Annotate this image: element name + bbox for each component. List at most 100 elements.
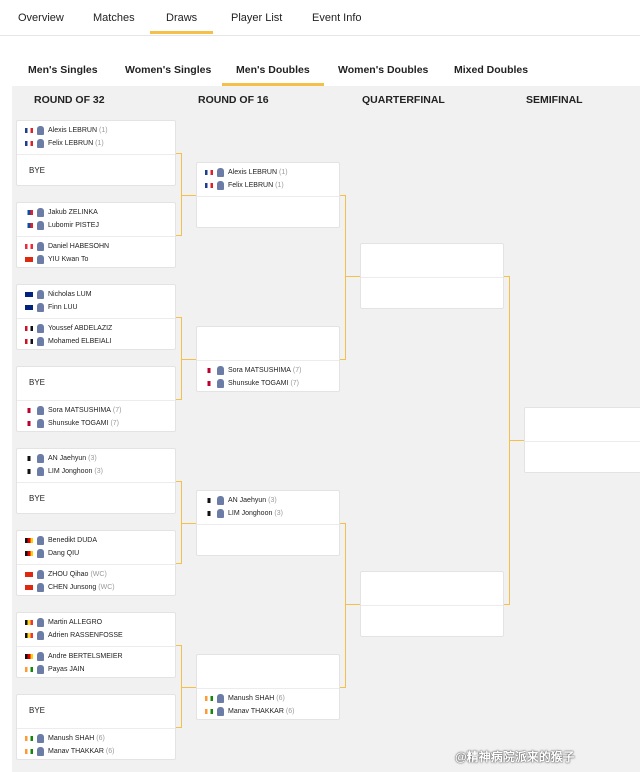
team-slot[interactable]	[197, 196, 339, 229]
match-card[interactable]: AN Jaehyun(3)LIM Jonghoon(3)BYE	[16, 448, 176, 514]
player-row[interactable]: CHEN Junsong(WC)	[25, 581, 115, 594]
connector-line	[181, 195, 196, 196]
seed-badge: (6)	[285, 708, 295, 715]
seed-badge: (1)	[275, 182, 284, 189]
player-row[interactable]: Sora MATSUSHIMA(7)	[205, 364, 301, 377]
team-slot[interactable]: BYE	[17, 367, 175, 400]
player-row[interactable]: Mohamed ELBEIALI	[25, 335, 111, 348]
team-slot[interactable]: AN Jaehyun(3)LIM Jonghoon(3)	[197, 491, 339, 524]
player-row[interactable]: Manush SHAH(6)	[205, 692, 285, 705]
team-slot[interactable]	[197, 327, 339, 360]
player-row[interactable]: Payas JAIN	[25, 663, 85, 676]
player-row[interactable]: YIU Kwan To	[25, 253, 88, 266]
match-card[interactable]	[524, 407, 640, 473]
match-card[interactable]: Alexis LEBRUN(1)Felix LEBRUN(1)	[196, 162, 340, 228]
flag-icon	[25, 667, 33, 672]
team-slot[interactable]: AN Jaehyun(3)LIM Jonghoon(3)	[17, 449, 175, 482]
player-row[interactable]: Manush SHAH(6)	[25, 732, 105, 745]
player-row[interactable]: AN Jaehyun(3)	[25, 452, 97, 465]
player-row[interactable]: Adrien RASSENFOSSE	[25, 629, 123, 642]
player-row[interactable]: Daniel HABESOHN	[25, 240, 109, 253]
match-card[interactable]	[360, 243, 504, 309]
team-slot[interactable]: Manush SHAH(6)Manav THAKKAR(6)	[197, 688, 339, 721]
player-row[interactable]: Dang QIU	[25, 547, 79, 560]
team-slot[interactable]: ZHOU Qihao(WC)CHEN Junsong(WC)	[17, 564, 175, 597]
player-row[interactable]: Nicholas LUM	[25, 288, 92, 301]
player-row[interactable]: Martin ALLEGRO	[25, 616, 102, 629]
player-name: Manav THAKKAR	[48, 748, 104, 755]
connector-line	[176, 645, 181, 646]
player-row[interactable]: LIM Jonghoon(3)	[25, 465, 103, 478]
team-slot[interactable]	[361, 605, 503, 638]
team-slot[interactable]: BYE	[17, 482, 175, 515]
player-row[interactable]: ZHOU Qihao(WC)	[25, 568, 107, 581]
team-slot[interactable]: Alexis LEBRUN(1)Felix LEBRUN(1)	[197, 163, 339, 196]
team-slot[interactable]: Manush SHAH(6)Manav THAKKAR(6)	[17, 728, 175, 761]
match-card[interactable]: Alexis LEBRUN(1)Felix LEBRUN(1)BYE	[16, 120, 176, 186]
player-row[interactable]: Shunsuke TOGAMI(7)	[25, 417, 119, 430]
team-slot[interactable]	[525, 408, 640, 441]
connector-line	[340, 687, 345, 688]
tab-womens-singles[interactable]: Women's Singles	[125, 64, 212, 76]
match-card[interactable]: AN Jaehyun(3)LIM Jonghoon(3)	[196, 490, 340, 556]
player-row[interactable]: Manav THAKKAR(6)	[25, 745, 114, 758]
team-slot[interactable]	[361, 572, 503, 605]
tab-mixed-doubles[interactable]: Mixed Doubles	[454, 64, 529, 76]
player-row[interactable]: Sora MATSUSHIMA(7)	[25, 404, 121, 417]
player-row[interactable]: Shunsuke TOGAMI(7)	[205, 377, 299, 390]
team-slot[interactable]: Alexis LEBRUN(1)Felix LEBRUN(1)	[17, 121, 175, 154]
flag-icon	[25, 223, 33, 228]
tab-event-info[interactable]: Event Info	[312, 12, 362, 24]
match-card[interactable]	[360, 571, 504, 637]
team-slot[interactable]	[361, 277, 503, 310]
player-avatar	[217, 181, 224, 190]
team-slot[interactable]: Andre BERTELSMEIER Payas JAIN	[17, 646, 175, 679]
team-slot[interactable]: Sora MATSUSHIMA(7)Shunsuke TOGAMI(7)	[197, 360, 339, 393]
flag-icon	[25, 408, 33, 413]
player-row[interactable]: LIM Jonghoon(3)	[205, 507, 283, 520]
seed-badge: (3)	[274, 510, 283, 517]
match-card[interactable]: Manush SHAH(6)Manav THAKKAR(6)	[196, 654, 340, 720]
tab-draws[interactable]: Draws	[150, 12, 214, 34]
tab-overview[interactable]: Overview	[18, 12, 64, 24]
tab-matches[interactable]: Matches	[93, 12, 135, 24]
player-row[interactable]: Benedikt DUDA	[25, 534, 97, 547]
team-slot[interactable]: BYE	[17, 695, 175, 728]
team-slot[interactable]	[361, 244, 503, 277]
tab-womens-doubles[interactable]: Women's Doubles	[338, 64, 429, 76]
team-slot[interactable]: BYE	[17, 154, 175, 187]
team-slot[interactable]: Sora MATSUSHIMA(7)Shunsuke TOGAMI(7)	[17, 400, 175, 433]
player-row[interactable]: Felix LEBRUN(1)	[205, 179, 284, 192]
player-row[interactable]: Lubomir PISTEJ	[25, 219, 99, 232]
player-row[interactable]: Alexis LEBRUN(1)	[25, 124, 108, 137]
team-slot[interactable]	[197, 655, 339, 688]
player-row[interactable]: Jakub ZELINKA	[25, 206, 98, 219]
player-name: Andre BERTELSMEIER	[48, 653, 123, 660]
player-row[interactable]: AN Jaehyun(3)	[205, 494, 277, 507]
player-row[interactable]: Finn LUU	[25, 301, 78, 314]
match-card[interactable]: Sora MATSUSHIMA(7)Shunsuke TOGAMI(7)	[196, 326, 340, 392]
player-row[interactable]: Manav THAKKAR(6)	[205, 705, 294, 718]
player-row[interactable]: Felix LEBRUN(1)	[25, 137, 104, 150]
tab-mens-singles[interactable]: Men's Singles	[28, 64, 98, 76]
player-row[interactable]: Alexis LEBRUN(1)	[205, 166, 288, 179]
tab-player-list[interactable]: Player List	[231, 12, 283, 24]
tab-mens-doubles[interactable]: Men's Doubles	[222, 64, 324, 86]
player-row[interactable]: Andre BERTELSMEIER	[25, 650, 123, 663]
player-row[interactable]: Youssef ABDELAZIZ	[25, 322, 112, 335]
connector-line	[176, 727, 181, 728]
team-slot[interactable]	[197, 524, 339, 557]
team-slot[interactable]	[525, 441, 640, 474]
